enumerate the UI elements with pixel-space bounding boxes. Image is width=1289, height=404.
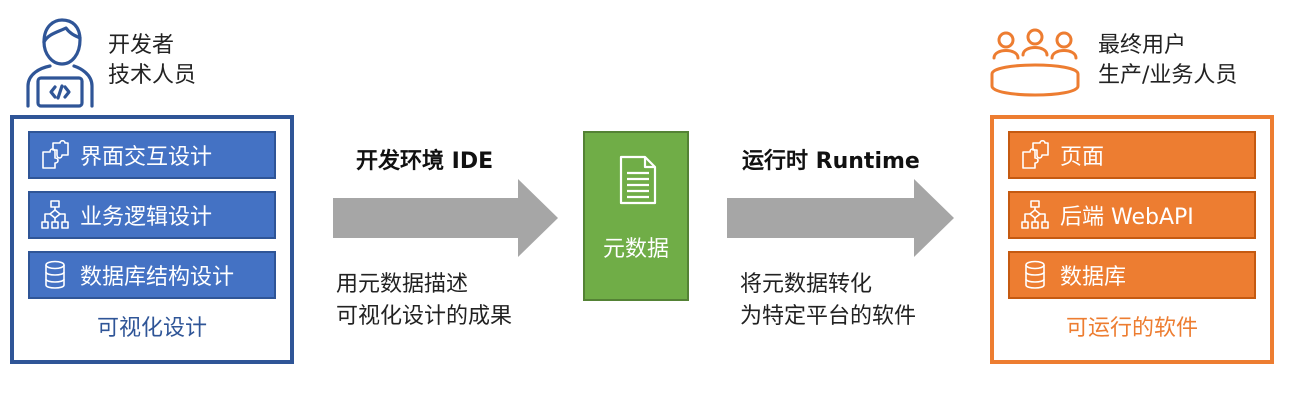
runnable-software-panel: 页面 后端 WebAPI 数据 bbox=[990, 115, 1274, 364]
puzzle-icon bbox=[30, 140, 80, 170]
user-group-icon bbox=[990, 28, 1080, 97]
database-icon bbox=[1010, 260, 1060, 290]
ui-interaction-design-label: 界面交互设计 bbox=[80, 145, 213, 170]
metadata-box: 元数据 bbox=[583, 131, 689, 301]
visual-design-panel: 界面交互设计 业务逻辑设计 数 bbox=[10, 115, 294, 364]
runtime-desc-line1: 将元数据转化 bbox=[740, 272, 873, 297]
metadata-label: 元数据 bbox=[602, 237, 669, 262]
runtime-arrow-title: 运行时 Runtime bbox=[742, 149, 920, 174]
ide-desc-line1: 用元数据描述 bbox=[336, 272, 469, 297]
developer-role-line1: 开发者 bbox=[108, 33, 175, 58]
puzzle-icon bbox=[1010, 140, 1060, 170]
end-user-role-line2: 生产/业务人员 bbox=[1098, 63, 1238, 88]
flowchart-icon bbox=[30, 200, 80, 230]
pages-item: 页面 bbox=[1008, 131, 1256, 179]
runtime-desc-line2: 为特定平台的软件 bbox=[740, 304, 917, 329]
ide-desc-line2: 可视化设计的成果 bbox=[336, 304, 513, 329]
end-user-role-line1: 最终用户 bbox=[1098, 33, 1187, 58]
developer-role-line2: 技术人员 bbox=[108, 63, 197, 88]
visual-design-caption: 可视化设计 bbox=[96, 316, 207, 341]
database-icon bbox=[30, 260, 80, 290]
document-icon bbox=[619, 155, 657, 205]
backend-webapi-label: 后端 WebAPI bbox=[1060, 205, 1194, 230]
pages-label: 页面 bbox=[1060, 145, 1105, 170]
database-item: 数据库 bbox=[1008, 251, 1256, 299]
runtime-arrow bbox=[727, 179, 954, 257]
runnable-software-caption: 可运行的软件 bbox=[1065, 316, 1198, 341]
business-logic-design-item: 业务逻辑设计 bbox=[28, 191, 276, 239]
flowchart-icon bbox=[1010, 200, 1060, 230]
ui-interaction-design-item: 界面交互设计 bbox=[28, 131, 276, 179]
backend-webapi-item: 后端 WebAPI bbox=[1008, 191, 1256, 239]
database-schema-design-label: 数据库结构设计 bbox=[80, 265, 235, 290]
developer-icon bbox=[26, 18, 94, 108]
database-label: 数据库 bbox=[1060, 265, 1127, 290]
database-schema-design-item: 数据库结构设计 bbox=[28, 251, 276, 299]
ide-arrow-title: 开发环境 IDE bbox=[356, 149, 494, 174]
ide-arrow bbox=[333, 179, 558, 257]
business-logic-design-label: 业务逻辑设计 bbox=[80, 205, 213, 230]
